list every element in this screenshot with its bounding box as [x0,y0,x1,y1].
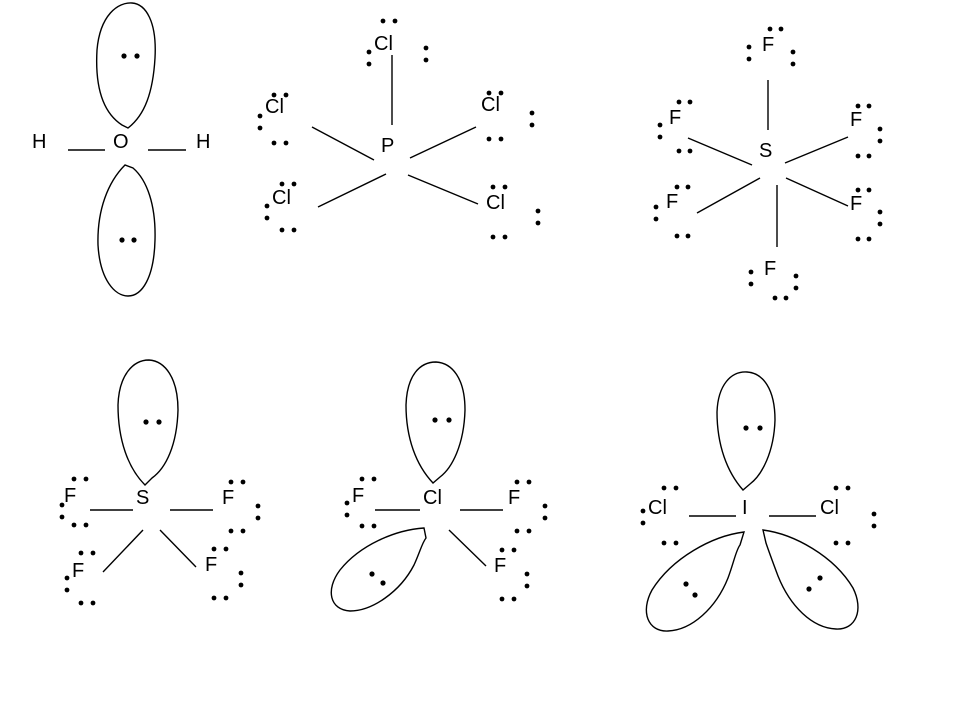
lone-pair-dots-bottom-left [683,581,698,598]
lone-pair-dots [746,26,796,67]
lone-pair-dots-bottom-right [806,575,823,592]
lone-pair-dots-top [432,417,452,423]
ligand-label: Cl [481,94,500,116]
ligand-label: Cl [486,192,505,214]
lone-pair-lobe-bottom [97,164,156,297]
molecule-chlorine-trifluoride: Cl F F F [330,361,548,612]
lone-pair-dots [855,187,883,242]
molecule-phosphorus-pentachloride: P Cl Cl Cl Cl Cl [257,18,541,240]
lone-pair-lobe-top [95,2,156,129]
bond-line [407,174,479,205]
lone-pair-lobe-top [117,359,179,486]
lone-pair-lobe-bottom [330,527,427,612]
lone-pair-dots [855,103,883,159]
bond-line [102,529,144,573]
ligand-label: Cl [265,96,284,118]
ligand-label: F [508,487,520,509]
central-atom-label: P [381,135,394,157]
ligand-label: F [850,193,862,215]
lone-pair-dots-top [743,425,763,431]
ligand-label: F [666,191,678,213]
ligand-label: F [205,554,217,576]
lone-pair-dots-top [143,419,162,425]
lone-pair-dots [653,184,691,239]
ligand-label: F [764,258,776,280]
lone-pair-dots [211,546,244,601]
lone-pair-dots-top [121,53,140,59]
lone-pair-dots [64,550,96,606]
lone-pair-dots [257,92,289,146]
lone-pair-dots [344,476,377,529]
lone-pair-dots [228,479,261,534]
central-atom-label: O [113,131,129,153]
ligand-label: Cl [272,187,291,209]
ligand-label: Cl [820,497,839,519]
bond-line [311,126,375,161]
central-atom-label: I [742,497,748,519]
central-atom-label: S [136,487,149,509]
ligand-label: F [669,107,681,129]
molecule-sulfur-hexafluoride: S F F F F F [653,26,883,301]
bond-line [448,529,487,567]
lone-pair-lobe-bottom-left [645,531,745,632]
lone-pair-dots-bottom [369,571,386,586]
lone-pair-lobe-top [405,361,466,484]
ligand-label: H [32,131,46,153]
ligand-label: F [762,34,774,56]
lone-pair-dots [59,476,89,528]
bond-line [687,137,753,166]
bond-line [159,529,197,568]
lone-pair-dots [366,18,429,67]
bond-line [784,136,849,164]
lone-pair-dots [490,184,541,240]
lone-pair-dots [264,181,297,233]
lone-pair-lobe-top [716,371,776,491]
molecule-sulfur-tetrafluoride: S F F F F [59,359,261,606]
bond-line [785,177,849,207]
lone-pair-dots [514,479,548,534]
lone-pair-dots [657,99,693,154]
molecule-iodine-dichloride: I Cl Cl [640,371,877,632]
lone-pair-dots [640,485,679,546]
lone-pair-dots [833,485,877,546]
lone-pair-lobe-bottom-right [762,529,859,630]
ligand-label: F [72,560,84,582]
bond-line [317,173,387,208]
molecule-water: O H H [32,2,210,297]
lone-pair-dots [748,269,799,301]
bond-line [696,177,761,214]
central-atom-label: Cl [423,487,442,509]
ligand-label: F [494,555,506,577]
ligand-label: F [222,487,234,509]
lone-pair-dots [486,90,535,142]
ligand-label: F [64,485,76,507]
central-atom-label: S [759,140,772,162]
ligand-label: Cl [374,33,393,55]
ligand-label: F [850,109,862,131]
ligand-label: F [352,485,364,507]
bond-line [409,126,477,159]
lone-pair-dots [499,547,530,602]
lone-pair-dots-bottom [119,237,137,243]
ligand-label: H [196,131,210,153]
ligand-label: Cl [648,497,667,519]
